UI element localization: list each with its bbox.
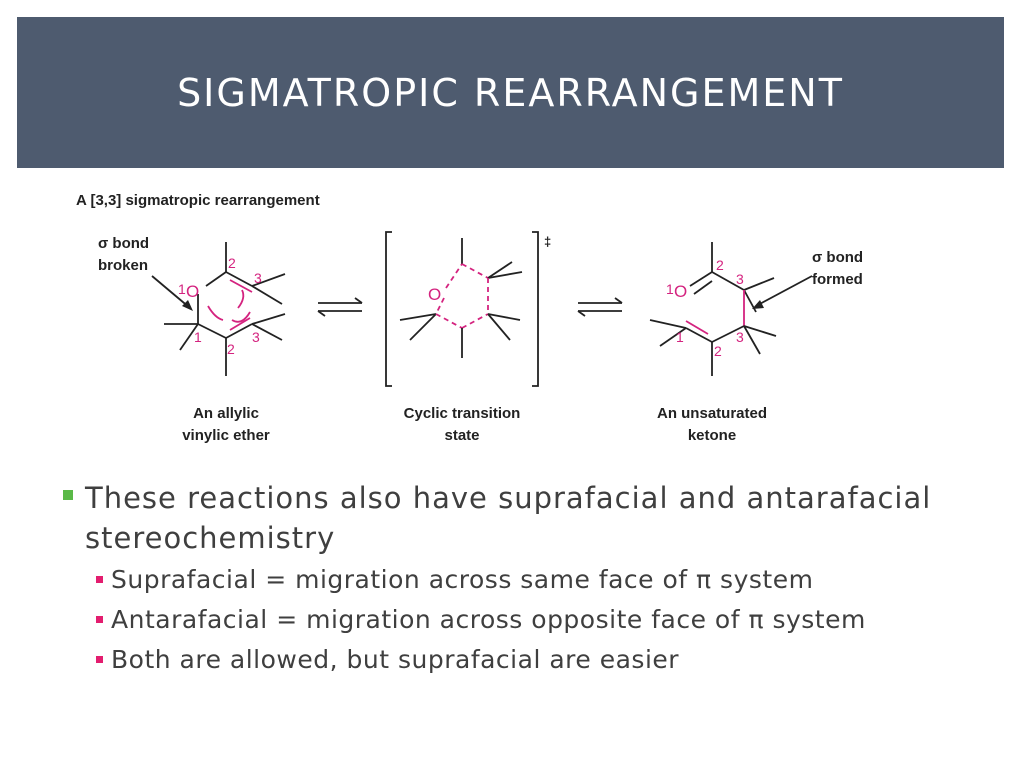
bullet-main-text: These reactions also have suprafacial an… [85,481,932,555]
bullet-main: These reactions also have suprafacial an… [60,478,960,558]
figure-heading: A [3,3] sigmatropic rearrangement [76,192,320,209]
caption-middle-line2: state [444,427,479,444]
right-label-c2-top: 2 [716,257,724,273]
left-label-c2-top: 2 [228,255,236,271]
bullet-sub-3: Both are allowed, but suprafacial are ea… [96,644,960,676]
bullet-sub-1: Suprafacial = migration across same face… [96,564,960,596]
right-label-c3-top: 3 [736,271,744,287]
caption-left-line2: vinylic ether [182,427,270,444]
left-callout-line2: broken [98,257,148,274]
bullet-sub-3-text: Both are allowed, but suprafacial are ea… [111,645,680,674]
transition-state-dagger: ‡ [544,234,551,249]
green-square-bullet-icon [63,490,73,500]
bullet-sub-2: Antarafacial = migration across opposite… [96,604,960,636]
unsaturated-ketone-structure: σ bond formed 1 O 2 3 1 2 3 [649,242,863,376]
equilibrium-arrows-2 [577,297,623,317]
pink-square-bullet-icon [96,576,103,583]
caption-middle-line1: Cyclic transition [404,405,521,422]
allylic-vinylic-ether-structure: σ bond broken 1 O 2 3 1 2 3 [98,235,286,376]
right-label-c3-bot: 3 [736,329,744,345]
left-oxygen: O [186,282,199,301]
left-label-o1: 1 [178,281,186,297]
title-banner: SIGMATROPIC REARRANGEMENT [17,17,1004,168]
right-label-o1: 1 [666,281,674,297]
caption-left-line1: An allylic [193,405,259,422]
pink-square-bullet-icon [96,616,103,623]
reaction-figure: A [3,3] sigmatropic rearrangement σ bond… [76,192,863,444]
right-callout-line1: σ bond [812,249,863,266]
bullet-sub-1-text: Suprafacial = migration across same face… [111,565,814,594]
bullet-sub-2-text: Antarafacial = migration across opposite… [111,605,866,634]
ts-oxygen: O [428,285,441,304]
left-label-c1-bot: 1 [194,329,202,345]
right-label-c1-bot: 1 [676,329,684,345]
pink-square-bullet-icon [96,656,103,663]
left-label-c2-bot: 2 [227,341,235,357]
right-label-c2-bot: 2 [714,343,722,359]
caption-right-line2: ketone [688,427,736,444]
equilibrium-arrows-1 [317,297,363,317]
slide-title: SIGMATROPIC REARRANGEMENT [177,70,844,115]
transition-state-structure: ‡ O [385,231,551,387]
left-label-c3-bot: 3 [252,329,260,345]
left-label-c3-top: 3 [254,270,262,286]
bullet-list: These reactions also have suprafacial an… [60,478,960,676]
left-callout-line1: σ bond [98,235,149,252]
caption-right-line1: An unsaturated [657,405,767,422]
right-oxygen: O [674,282,687,301]
right-callout-line2: formed [812,271,863,288]
